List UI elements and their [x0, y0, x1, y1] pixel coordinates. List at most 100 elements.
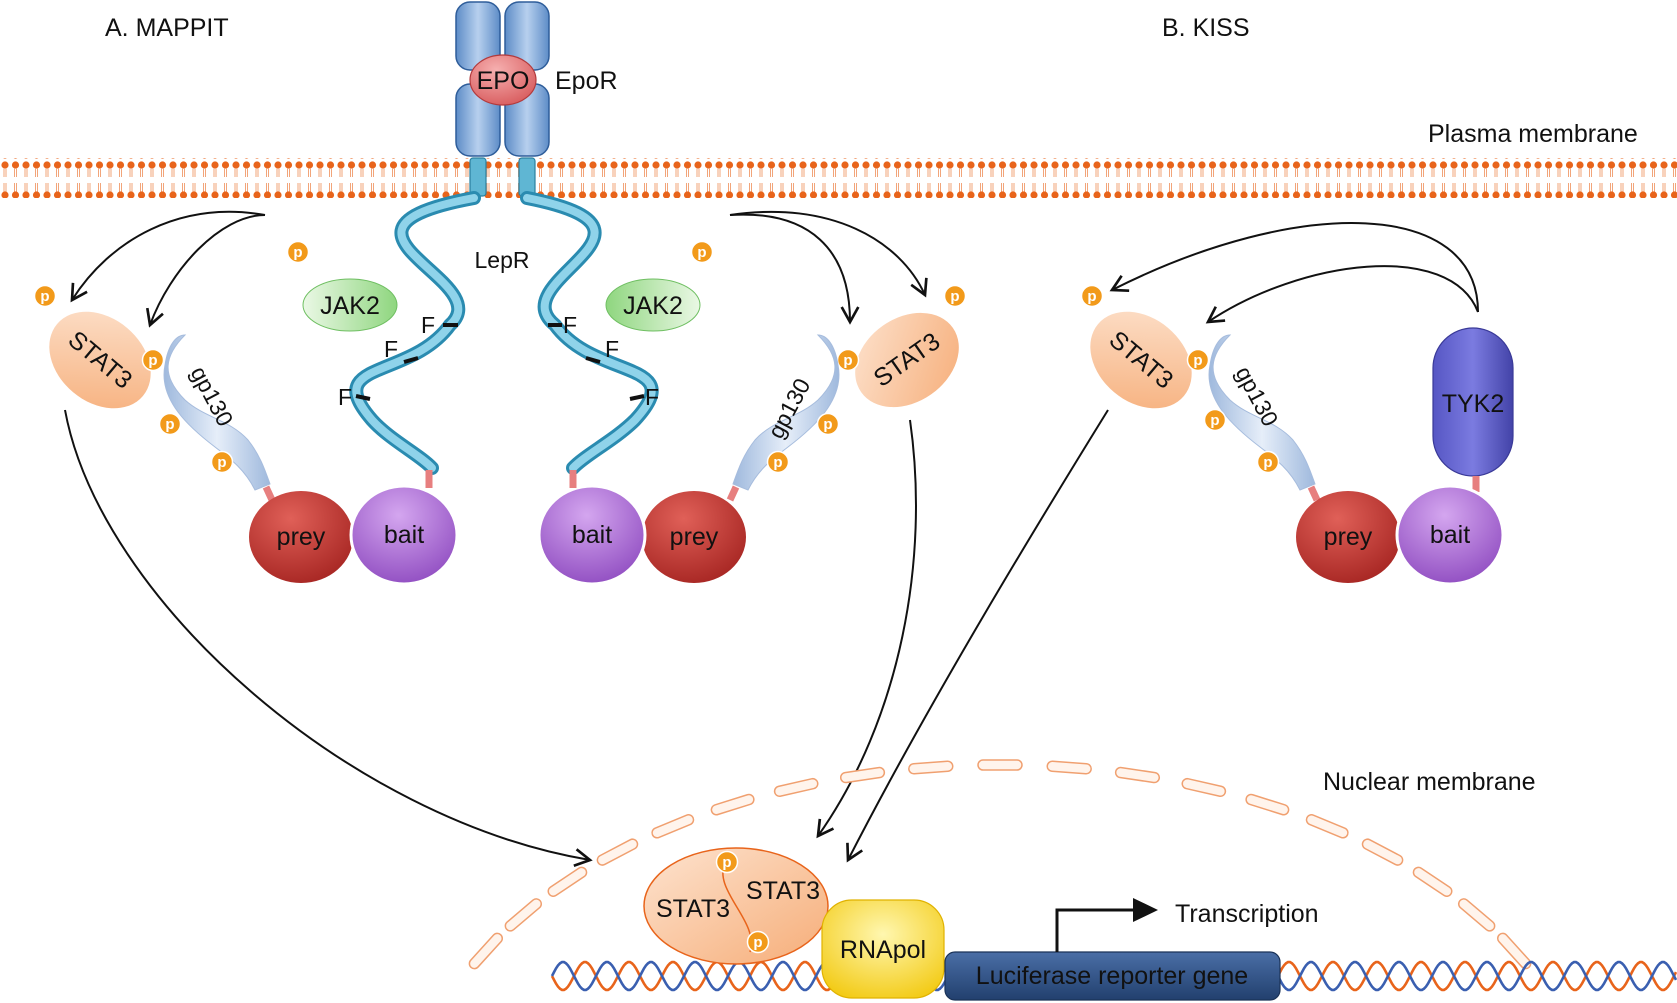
linker	[1307, 485, 1321, 502]
prey-kiss-label: prey	[1324, 523, 1373, 551]
nuclear-membrane-segment	[908, 760, 954, 775]
stat3-left	[49, 311, 151, 409]
jak2-left-label: JAK2	[320, 292, 380, 320]
epor-receptor	[455, 1, 550, 197]
lepr-label: LepR	[475, 247, 530, 273]
nuclear-membrane-segment	[710, 793, 755, 816]
translocation-arrow	[846, 409, 1109, 863]
nuclear-membrane-segment	[1305, 814, 1349, 839]
gp130-left	[163, 334, 271, 491]
phospho-label: p	[1087, 288, 1096, 305]
phospho-label: p	[843, 352, 852, 369]
prey-right-label: prey	[670, 523, 719, 551]
phospho-label: p	[697, 244, 706, 261]
gp130-kiss	[1208, 334, 1316, 491]
phospho-label: p	[148, 352, 157, 369]
lepr-chain-right	[520, 191, 659, 475]
phospho-label: p	[823, 416, 832, 433]
bait-kiss	[1395, 484, 1505, 586]
nuclear-membrane-segment	[1457, 898, 1496, 932]
luciferase-reporter-gene	[944, 951, 1281, 1001]
phosphorylation-arrow	[1205, 265, 1479, 324]
phospho-label: p	[1193, 352, 1202, 369]
nuclear-membrane	[468, 759, 1532, 970]
tyk2-label: TYK2	[1442, 390, 1505, 418]
bait-left	[349, 484, 459, 586]
nuclear-membrane-segment	[1181, 777, 1227, 797]
f-site-label: F	[384, 336, 398, 362]
phospho-label: p	[753, 934, 762, 951]
phospho-label: p	[773, 454, 782, 471]
nuclear-membrane-segment	[651, 814, 695, 839]
bait-right-label: bait	[572, 521, 612, 549]
translocation-arrow	[64, 409, 593, 867]
nuclear-membrane-segment	[977, 759, 1023, 771]
plasma-membrane	[0, 158, 1677, 198]
transcription-label: Transcription	[1175, 900, 1319, 928]
f-site-label: F	[645, 384, 659, 410]
panel-a-title: A. MAPPIT	[105, 14, 229, 42]
epo-ligand	[469, 54, 537, 106]
panel-b-title: B. KISS	[1162, 14, 1250, 42]
prey-left	[249, 491, 353, 583]
jak2-right-label: JAK2	[623, 292, 683, 320]
jak2-left	[302, 278, 398, 332]
nuclear-membrane-segment	[1046, 760, 1092, 775]
nuclear-membrane-segment	[504, 898, 543, 932]
phosphorylation-arrow	[729, 210, 928, 298]
phospho-label: p	[950, 288, 959, 305]
f-site-tick	[629, 394, 645, 401]
f-site-label: F	[338, 384, 352, 410]
phosphorylation-arrow	[1109, 222, 1479, 313]
stat3-dimer-label-right: STAT3	[746, 877, 820, 905]
phospho-label: p	[217, 454, 226, 471]
f-site-label: F	[605, 336, 619, 362]
jak2-right	[605, 278, 701, 332]
translocation-arrow	[816, 419, 917, 839]
nuclear-membrane-segment	[547, 866, 588, 897]
prey-right	[642, 491, 746, 583]
bait-right	[537, 484, 647, 586]
nuclear-membrane-label: Nuclear membrane	[1323, 768, 1536, 796]
gp130-right	[732, 334, 840, 491]
lepr-chain-left-highlight	[352, 194, 478, 472]
f-site-tick	[403, 356, 419, 364]
prey-kiss	[1296, 491, 1400, 583]
nuclear-membrane-segment	[839, 766, 886, 784]
nuclear-membrane-segment	[1496, 932, 1532, 970]
rnapol-label: RNApol	[840, 936, 926, 964]
phospho-label: p	[165, 416, 174, 433]
transcription-arrowhead	[1133, 898, 1158, 922]
rna-polymerase	[821, 899, 945, 999]
phosphorylation-arrow	[145, 214, 266, 328]
f-site-label: F	[563, 312, 577, 338]
phospho-label: p	[722, 854, 731, 871]
phosphorylation-arrow	[70, 210, 266, 303]
stat3-dimer-label-left: STAT3	[656, 895, 730, 923]
phosphorylation-arrow	[729, 213, 860, 325]
linker	[726, 485, 740, 502]
nuclear-membrane-segment	[1114, 766, 1161, 784]
prey-left-label: prey	[277, 523, 326, 551]
nuclear-membrane-segment	[596, 838, 639, 866]
plasma-membrane-label: Plasma membrane	[1428, 120, 1638, 148]
nuclear-membrane-segment	[1412, 866, 1453, 897]
bait-kiss-label: bait	[1430, 521, 1470, 549]
nuclear-membrane-segment	[1245, 793, 1290, 816]
linker	[262, 485, 276, 502]
reporter-gene-label: Luciferase reporter gene	[976, 962, 1248, 990]
stat3-kiss	[1090, 311, 1192, 409]
transcription-arrow	[1055, 908, 1140, 952]
nuclear-membrane-segment	[773, 777, 819, 797]
stat3-right	[855, 312, 959, 408]
lepr-chain-right-highlight	[523, 194, 656, 472]
nuclear-membrane-segment	[1361, 838, 1404, 866]
epor-label: EpoR	[555, 67, 618, 95]
bait-left-label: bait	[384, 521, 424, 549]
phospho-label: p	[1210, 412, 1219, 429]
phospho-label: p	[293, 244, 302, 261]
f-site-label: F	[421, 312, 435, 338]
f-site-tick	[585, 356, 601, 364]
nuclear-membrane-segment	[468, 932, 504, 970]
